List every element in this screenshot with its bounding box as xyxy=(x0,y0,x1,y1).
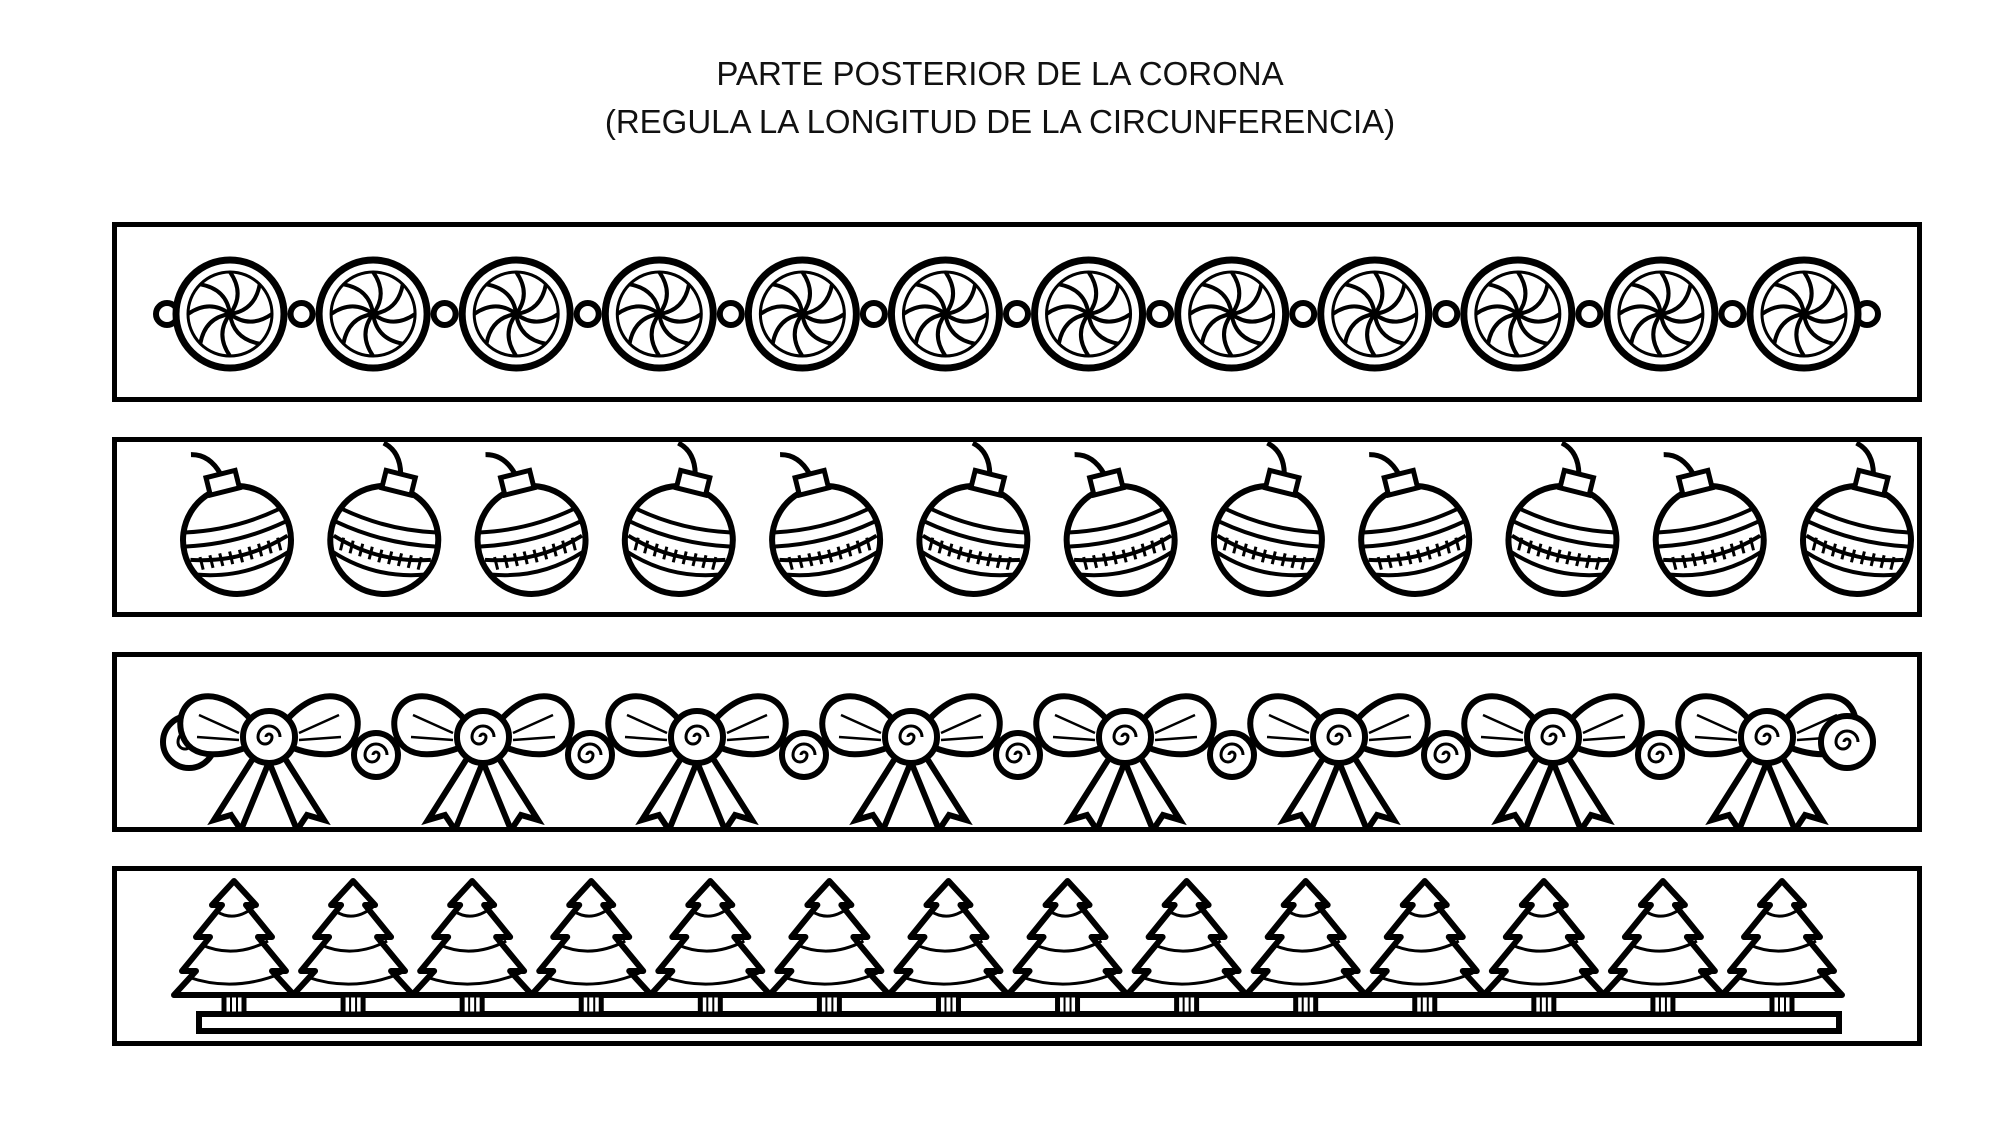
title-line-1: PARTE POSTERIOR DE LA CORONA xyxy=(716,55,1284,92)
bow-strip xyxy=(112,652,1922,832)
peppermint-candy-icon xyxy=(315,256,431,372)
christmas-tree-icon xyxy=(290,878,417,1017)
chain-bead-icon xyxy=(573,300,602,328)
peppermint-candy-icon xyxy=(601,256,717,372)
rose-icon xyxy=(1635,730,1685,780)
chain-bead-icon xyxy=(1003,300,1031,328)
peppermint-candy-icon xyxy=(1317,256,1433,372)
christmas-ornament-icon xyxy=(180,452,294,597)
peppermint-candy-icon xyxy=(744,256,860,372)
peppermint-candy-icon xyxy=(172,256,288,372)
rose-icon xyxy=(779,730,829,780)
rose-icon xyxy=(668,708,726,766)
bow-icon xyxy=(605,693,789,827)
christmas-ornament-icon xyxy=(1505,442,1620,597)
christmas-tree-icon xyxy=(647,878,774,1017)
christmas-ornament-icon xyxy=(1210,442,1325,597)
rose-icon xyxy=(882,708,940,766)
christmas-tree-icon xyxy=(171,878,297,1017)
peppermint-candy-icon xyxy=(1174,256,1290,372)
rose-icon xyxy=(351,730,401,780)
page-title: PARTE POSTERIOR DE LA CORONA (REGULA LA … xyxy=(0,50,2000,146)
chain-bead-icon xyxy=(1718,300,1747,328)
chain-bead-icon xyxy=(287,300,316,328)
chain-bead-icon xyxy=(859,300,888,328)
christmas-tree-icon xyxy=(1361,878,1488,1017)
christmas-ornament-icon xyxy=(1063,452,1178,597)
christmas-tree-icon xyxy=(1599,878,1726,1017)
christmas-tree-icon xyxy=(409,878,536,1017)
christmas-tree-icon xyxy=(885,878,1012,1017)
peppermint-candy-icon xyxy=(1031,256,1147,372)
rose-icon xyxy=(993,730,1043,780)
christmas-tree-icon xyxy=(1480,878,1607,1017)
bow-icon xyxy=(1675,693,1859,827)
christmas-ornament-icon xyxy=(327,442,442,597)
peppermint-candy-icon xyxy=(458,256,574,372)
peppermint-candy-row xyxy=(153,256,1881,372)
christmas-tree-strip xyxy=(112,866,1922,1046)
rose-icon xyxy=(1310,708,1368,766)
christmas-tree-icon xyxy=(766,878,893,1017)
bow-icon xyxy=(1247,693,1431,827)
bow-icon xyxy=(391,693,575,827)
christmas-tree-row xyxy=(171,878,1845,1034)
chain-bead-icon xyxy=(430,300,459,328)
bow-icon xyxy=(1033,693,1217,827)
rose-icon xyxy=(1738,708,1796,766)
rose-icon xyxy=(1818,713,1876,771)
peppermint-candy-icon xyxy=(1460,256,1576,372)
rose-icon xyxy=(1096,708,1154,766)
chain-bead-icon xyxy=(716,300,745,328)
peppermint-candy-icon xyxy=(1603,256,1719,372)
christmas-tree-icon xyxy=(528,878,655,1017)
christmas-ornament-icon xyxy=(1652,452,1767,597)
christmas-ornament-row xyxy=(180,442,1914,597)
christmas-tree-icon xyxy=(1242,878,1369,1017)
peppermint-candy-icon xyxy=(1746,256,1862,372)
chain-bead-icon xyxy=(1575,300,1604,328)
christmas-tree-icon xyxy=(1004,878,1131,1017)
christmas-ornament-strip xyxy=(112,437,1922,617)
chain-bead-icon xyxy=(1432,300,1461,328)
rose-icon xyxy=(240,708,298,766)
chain-bead-icon xyxy=(1289,300,1318,328)
rose-icon xyxy=(454,708,512,766)
rose-icon xyxy=(1207,730,1257,780)
christmas-tree-icon xyxy=(1719,878,1845,1017)
bow-icon xyxy=(1461,693,1645,827)
bow-icon xyxy=(177,693,361,827)
christmas-ornament-icon xyxy=(1800,442,1914,597)
peppermint-candy-icon xyxy=(887,256,1003,372)
rose-icon xyxy=(1421,730,1471,780)
ground-bar xyxy=(196,1011,1842,1034)
rose-icon xyxy=(565,730,615,780)
christmas-tree-icon xyxy=(1123,878,1250,1017)
christmas-ornament-icon xyxy=(474,452,589,597)
christmas-ornament-icon xyxy=(769,452,884,597)
bow-icon xyxy=(819,693,1003,827)
christmas-ornament-icon xyxy=(916,442,1031,597)
rose-icon xyxy=(1524,708,1582,766)
peppermint-candy-strip xyxy=(112,222,1922,402)
christmas-ornament-icon xyxy=(621,442,736,597)
bow-row xyxy=(160,693,1876,827)
title-line-2: (REGULA LA LONGITUD DE LA CIRCUNFERENCIA… xyxy=(604,103,1396,140)
chain-bead-icon xyxy=(1146,300,1175,328)
christmas-ornament-icon xyxy=(1358,452,1473,597)
